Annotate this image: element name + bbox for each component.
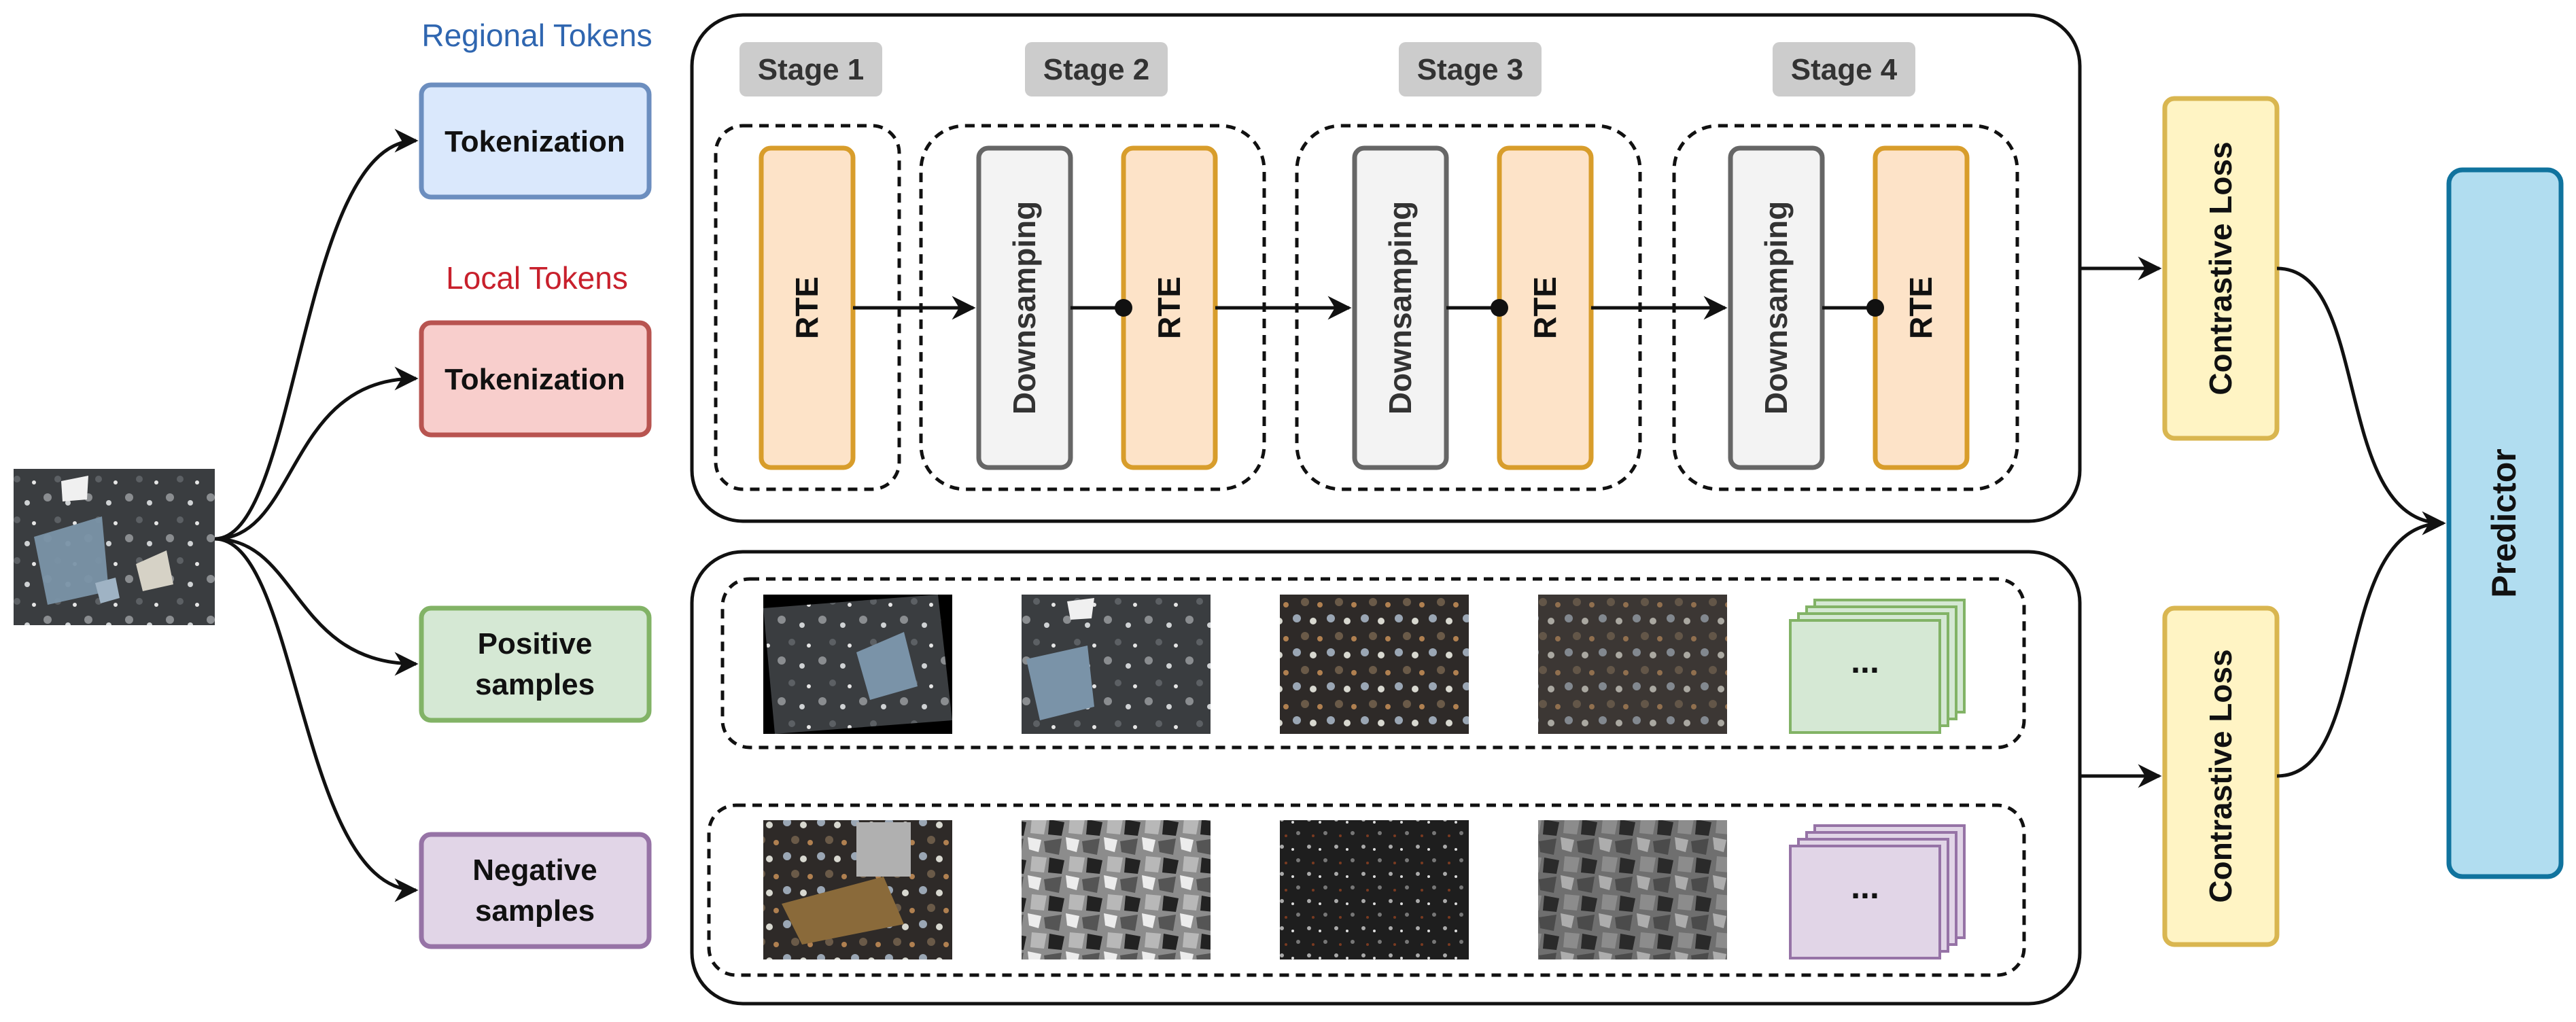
stage-2-junction-dot bbox=[1115, 299, 1132, 317]
stage-4-downsampling-label: Downsamping bbox=[1758, 201, 1794, 415]
stage-4-junction-dot bbox=[1866, 299, 1884, 317]
negative-ellipsis: ... bbox=[1851, 868, 1879, 906]
negative-sample-image-2 bbox=[1022, 820, 1211, 959]
stage-3-junction-dot bbox=[1491, 299, 1508, 317]
stage-3-downsampling-label: Downsamping bbox=[1382, 201, 1418, 415]
stage-1-label: Stage 1 bbox=[758, 53, 865, 86]
stage-4-rte-block: RTE bbox=[1873, 145, 1970, 470]
positive-sample-image-4 bbox=[1538, 595, 1727, 734]
negative-sample-image-4 bbox=[1538, 820, 1727, 959]
positive-samples-line1: Positive bbox=[478, 627, 593, 660]
stage-2-downsampling-label: Downsamping bbox=[1007, 201, 1042, 415]
local-tokens-header: Local Tokens bbox=[446, 260, 628, 296]
stage-1-tag: Stage 1 bbox=[739, 42, 882, 96]
stage-2-rte-label: RTE bbox=[1151, 277, 1187, 339]
stage-2-label: Stage 2 bbox=[1043, 53, 1150, 86]
positive-samples-stack: ... bbox=[1789, 599, 1966, 734]
negative-samples-row bbox=[707, 803, 2026, 977]
stage-2-downsampling-block: Downsamping bbox=[976, 145, 1073, 470]
stage-3-tag: Stage 3 bbox=[1399, 42, 1542, 96]
positive-samples-line2: samples bbox=[475, 668, 595, 701]
loss-arrows bbox=[2080, 256, 2446, 788]
local-tokenization-label: Tokenization bbox=[445, 363, 625, 396]
positive-sample-image-3 bbox=[1280, 595, 1469, 734]
stage-4-downsampling-block: Downsamping bbox=[1728, 145, 1825, 470]
negative-sample-image-1 bbox=[763, 820, 952, 959]
negative-samples-line2: samples bbox=[475, 894, 595, 928]
regional-tokens-header: Regional Tokens bbox=[421, 18, 652, 53]
negative-samples-box: Negative samples bbox=[419, 832, 652, 949]
positive-samples-box: Positive samples bbox=[419, 605, 652, 723]
stage-1-rte-label: RTE bbox=[789, 277, 824, 339]
positive-ellipsis: ... bbox=[1851, 642, 1879, 680]
regional-tokenization-label: Tokenization bbox=[445, 125, 625, 158]
stage-4-rte-label: RTE bbox=[1903, 277, 1938, 339]
contrastive-loss-bottom-box: Contrastive Loss bbox=[2162, 605, 2280, 947]
stage-4-tag: Stage 4 bbox=[1773, 42, 1915, 96]
negative-samples-line1: Negative bbox=[472, 853, 597, 887]
stage-2-tag: Stage 2 bbox=[1025, 42, 1168, 96]
stage-2-rte-block: RTE bbox=[1121, 145, 1218, 470]
negative-sample-image-3 bbox=[1280, 820, 1469, 959]
regional-tokenization-box: Tokenization bbox=[419, 82, 652, 200]
stage-3-label: Stage 3 bbox=[1417, 53, 1524, 86]
stage-3-downsampling-block: Downsamping bbox=[1352, 145, 1449, 470]
stage-1-rte-block: RTE bbox=[759, 145, 856, 470]
input-image bbox=[14, 469, 215, 625]
negative-samples-stack: ... bbox=[1789, 824, 1966, 959]
positive-sample-image-2 bbox=[1022, 595, 1211, 734]
input-fanout-arrows bbox=[214, 128, 419, 902]
predictor-label: Predictor bbox=[2485, 448, 2523, 598]
positive-sample-image-1 bbox=[763, 595, 952, 734]
stage-3-rte-block: RTE bbox=[1497, 145, 1594, 470]
contrastive-loss-top-box: Contrastive Loss bbox=[2162, 96, 2280, 441]
stage-3-rte-label: RTE bbox=[1527, 277, 1563, 339]
predictor-box: Predictor bbox=[2446, 167, 2564, 879]
stage-4-label: Stage 4 bbox=[1791, 53, 1898, 86]
contrastive-loss-bottom-label: Contrastive Loss bbox=[2203, 649, 2238, 902]
positive-samples-row bbox=[720, 577, 2026, 750]
contrastive-loss-top-label: Contrastive Loss bbox=[2203, 141, 2238, 395]
local-tokenization-box: Tokenization bbox=[419, 320, 652, 438]
